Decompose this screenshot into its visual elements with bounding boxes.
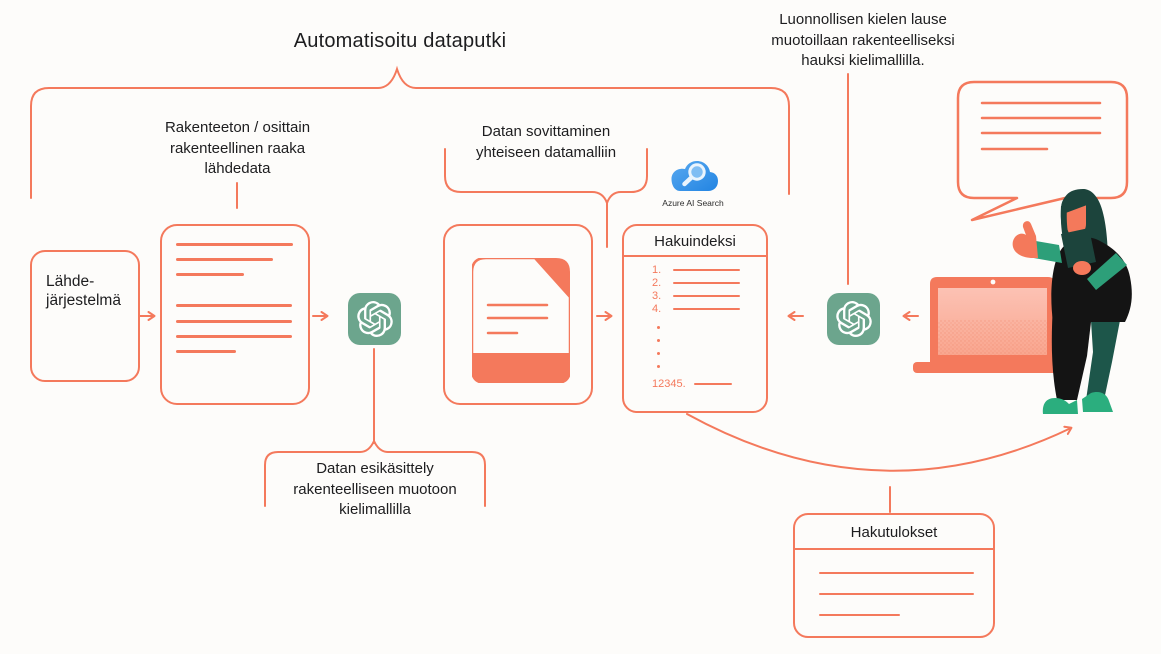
index-number: 4. <box>652 303 662 315</box>
document-text-lines <box>486 303 549 335</box>
index-row-last: 12345. <box>652 378 732 390</box>
search-index-box: Hakuindeksi 1. 2. 3. 4. 12345. <box>622 224 768 413</box>
text-line <box>176 350 236 353</box>
pipeline-brace <box>30 65 790 199</box>
index-line <box>673 295 740 297</box>
ellipsis-dot <box>657 326 660 329</box>
ellipsis-dot <box>657 352 660 355</box>
person-shoe-right <box>1082 391 1113 412</box>
mapped-data-box <box>443 224 593 405</box>
speech-bubble <box>956 80 1129 222</box>
laptop-camera-dot <box>990 279 996 285</box>
text-line <box>819 614 900 616</box>
person-front-leg <box>1051 305 1093 400</box>
source-system-label: Lähde- järjestelmä <box>46 273 121 310</box>
index-number: 3. <box>652 290 662 302</box>
person-shoe-left <box>1042 398 1078 414</box>
text-line <box>819 572 974 574</box>
index-line <box>693 383 732 385</box>
annotation-preprocessing: Datan esikäsittely rakenteelliseen muoto… <box>293 460 457 519</box>
person-tablet <box>1061 228 1096 268</box>
annotation-raw-source: Rakenteeton / osittain rakenteellinen ra… <box>164 119 311 178</box>
search-index-title: Hakuindeksi <box>624 226 766 257</box>
openai-logo-icon <box>356 301 393 337</box>
text-line <box>176 258 273 261</box>
raw-data-box <box>160 224 310 405</box>
text-line <box>819 593 974 595</box>
index-row: 3. <box>652 290 740 302</box>
text-line <box>176 304 292 307</box>
index-number: 12345. <box>652 378 686 390</box>
text-line <box>176 335 292 338</box>
person-raised-hand <box>1012 221 1038 258</box>
person-fringe <box>1061 192 1088 214</box>
text-line <box>176 320 292 323</box>
person-back-leg <box>1086 305 1122 400</box>
annotation-nl-query: Luonnollisen kielen lause muotoillaan ra… <box>771 11 955 70</box>
index-line <box>673 308 740 310</box>
text-line <box>176 243 293 246</box>
laptop-icon <box>913 277 1060 373</box>
annotation-data-mapping: Datan sovittaminen yhteiseen datamalliin <box>475 123 617 161</box>
ellipsis-dot <box>657 339 660 342</box>
person-tablet-hand <box>1073 261 1091 275</box>
azure-ai-search-icon <box>671 161 718 191</box>
index-number: 1. <box>652 264 662 276</box>
azure-ai-search: Azure AI Search <box>648 158 738 208</box>
document-fold-corner <box>535 258 570 297</box>
page-title: Automatisoitu dataputki <box>293 30 507 52</box>
document-icon <box>472 258 570 383</box>
ellipsis-dot <box>657 365 660 368</box>
source-system-box: Lähde- järjestelmä <box>30 250 140 382</box>
llm-tile-query <box>827 293 880 345</box>
search-results-title: Hakutulokset <box>795 515 993 550</box>
preprocessing-brace <box>264 438 486 507</box>
index-line <box>673 282 740 284</box>
llm-tile-preprocess <box>348 293 401 345</box>
index-line <box>673 269 740 271</box>
index-number: 2. <box>652 277 662 289</box>
results-curve-arrow <box>686 413 1073 472</box>
index-row: 1. <box>652 264 740 276</box>
search-results-box: Hakutulokset <box>793 513 995 638</box>
openai-logo-icon <box>835 301 872 337</box>
document-footer-band <box>472 353 570 383</box>
index-row: 4. <box>652 303 740 315</box>
azure-ai-search-label: Azure AI Search <box>662 198 724 208</box>
person-illustration <box>1012 189 1132 414</box>
connector-lines <box>30 65 1073 513</box>
speech-bubble-lines <box>980 101 1102 151</box>
text-line <box>176 273 244 276</box>
person-forearm <box>1087 253 1127 290</box>
index-row: 2. <box>652 277 740 289</box>
